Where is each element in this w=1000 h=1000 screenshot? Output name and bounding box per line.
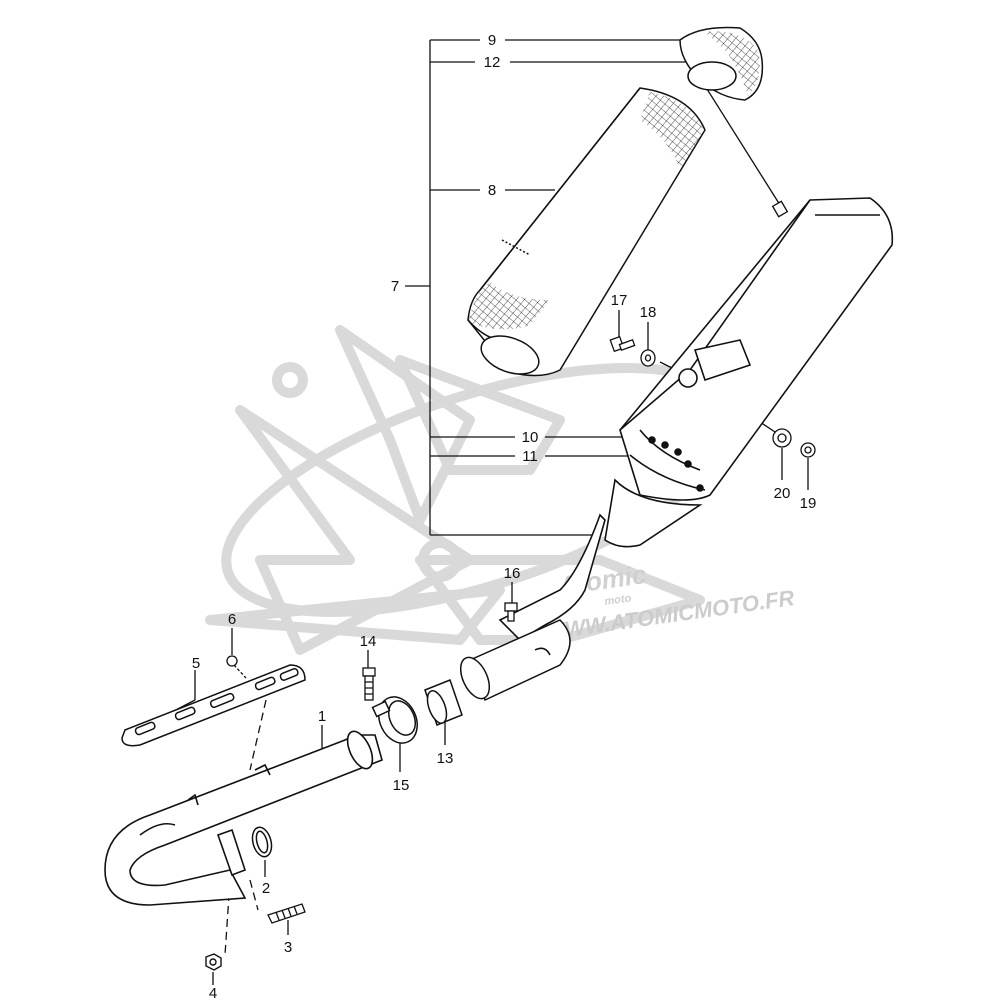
callout-1: 1 (318, 708, 326, 725)
gasket-2 (251, 826, 273, 858)
screw-6 (226, 655, 247, 679)
callout-5: 5 (192, 655, 200, 672)
clamp-15 (371, 696, 418, 744)
mid-pipe (459, 619, 571, 702)
callout-20: 20 (774, 485, 791, 502)
callout-19: 19 (800, 495, 817, 512)
callout-14: 14 (360, 633, 377, 650)
callout-18: 18 (640, 304, 657, 321)
collar-19 (800, 442, 816, 458)
callout-3: 3 (284, 939, 292, 956)
exhaust-header-pipe (104, 730, 383, 906)
watermark-logo-subtext: moto (604, 592, 633, 608)
grommet-20 (772, 428, 792, 448)
callout-13: 13 (437, 750, 454, 767)
callout-4: 4 (209, 985, 217, 1000)
end-cap (679, 26, 764, 101)
heat-shield-5 (121, 664, 306, 747)
bolt-14 (362, 667, 376, 701)
gasket-13 (424, 679, 463, 726)
callout-12: 12 (484, 54, 501, 71)
stud-3 (267, 903, 306, 924)
callout-7: 7 (391, 278, 399, 295)
callout-8: 8 (488, 182, 496, 199)
callout-17: 17 (611, 292, 628, 309)
callout-16: 16 (504, 565, 521, 582)
bolt-16 (504, 602, 518, 622)
silencer-body (469, 197, 894, 691)
callout-11: 11 (522, 448, 538, 465)
callout-10: 10 (522, 429, 539, 446)
callout-2: 2 (262, 880, 270, 897)
callout-6: 6 (228, 611, 236, 628)
callout-labels: 1 2 3 4 5 6 7 8 9 10 11 12 13 14 15 16 1… (192, 32, 817, 1000)
nut-4 (205, 953, 222, 971)
cap-screw (771, 200, 789, 218)
bolt-17 (609, 335, 636, 353)
callout-9: 9 (488, 32, 496, 49)
washer-18 (640, 349, 656, 367)
callout-15: 15 (393, 777, 410, 794)
muffler-sleeve (467, 87, 706, 377)
